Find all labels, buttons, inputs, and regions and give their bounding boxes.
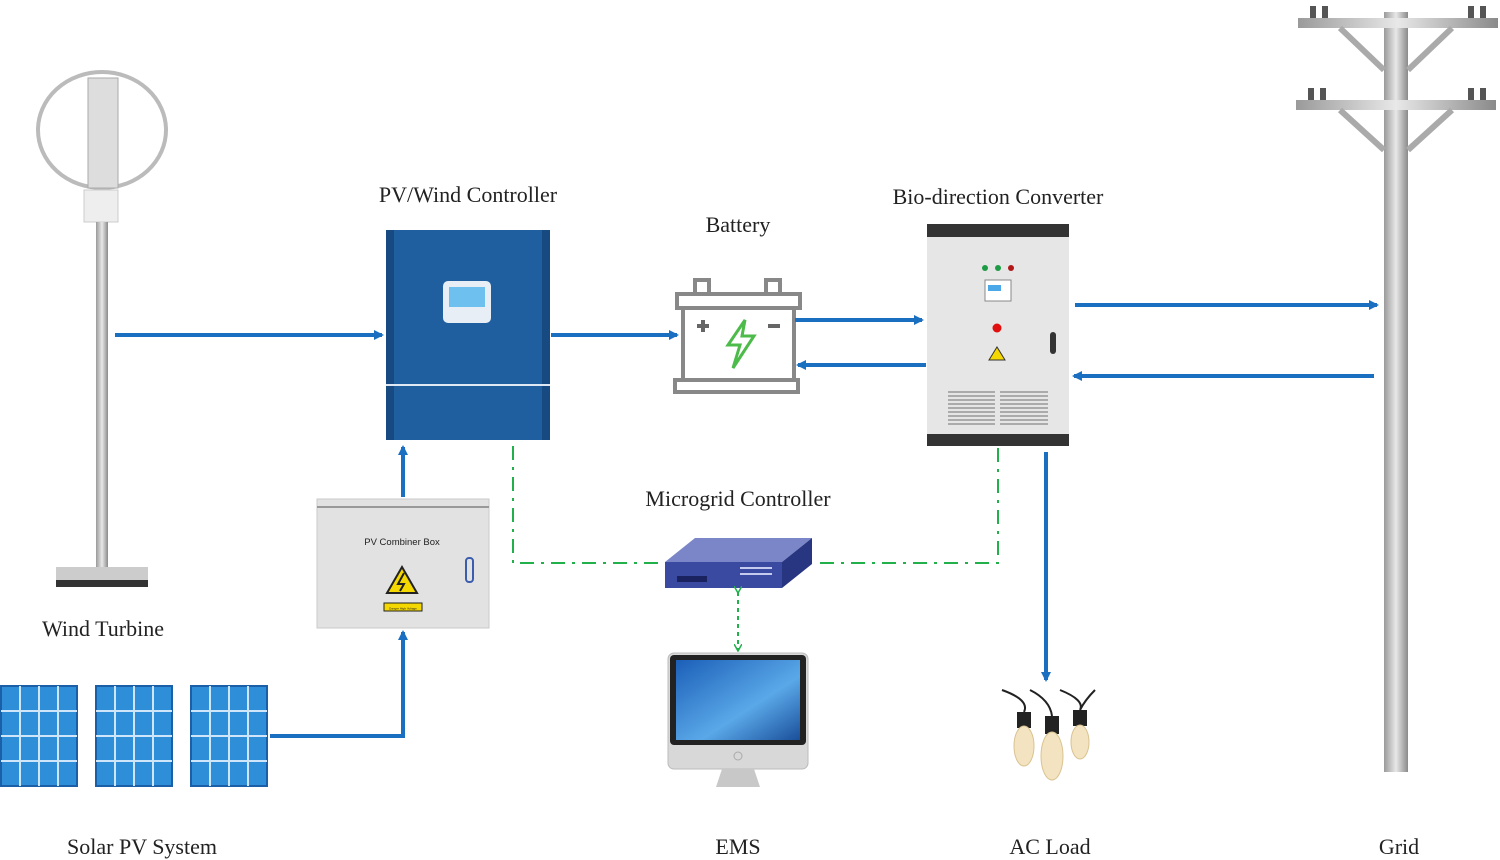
solar-panels-icon xyxy=(0,685,268,787)
ems-monitor-icon xyxy=(667,652,809,787)
label-wind-turbine: Wind Turbine xyxy=(42,616,164,641)
label-converter: Bio-direction Converter xyxy=(892,184,1104,209)
label-microgrid-controller: Microgrid Controller xyxy=(645,486,831,511)
pv-wind-controller-icon xyxy=(386,230,550,440)
comm-converter-to-microgrid xyxy=(814,448,999,564)
label-battery: Battery xyxy=(705,212,771,237)
wind-turbine-icon xyxy=(36,70,168,587)
pv-combiner-box-icon xyxy=(316,498,490,629)
light-bulbs-icon xyxy=(1001,689,1096,781)
label-grid: Grid xyxy=(1378,834,1420,859)
utility-pole-icon xyxy=(1296,6,1498,772)
label-pv-wind-controller: PV/Wind Controller xyxy=(378,182,558,207)
comm-controller-to-microgrid xyxy=(512,446,664,564)
flow-solar-to-combiner xyxy=(270,630,408,738)
microgrid-controller-icon xyxy=(665,538,812,588)
label-solar-pv: Solar PV System xyxy=(67,834,217,859)
bidirectional-converter-icon xyxy=(927,224,1069,446)
label-ems: EMS xyxy=(715,834,761,859)
battery-icon xyxy=(673,278,802,394)
label-ac-load: AC Load xyxy=(1009,834,1091,859)
combiner-box-title: PV Combiner Box xyxy=(364,537,440,548)
combiner-box-warning: Danger High Voltage xyxy=(389,607,417,611)
